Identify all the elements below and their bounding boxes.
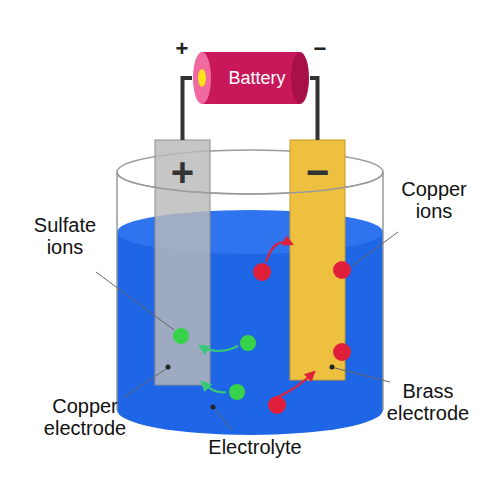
copper-ion xyxy=(333,261,351,279)
beaker-wall xyxy=(382,172,384,410)
pointer-dot xyxy=(211,405,216,410)
sulfate-ion xyxy=(240,335,256,351)
sulfate-ion xyxy=(229,384,245,400)
wire xyxy=(183,78,193,140)
ion-arrow xyxy=(276,372,314,398)
part-label: Copper electrode xyxy=(30,395,140,439)
brass-electrode: − xyxy=(290,140,345,380)
part-label: Copper ions xyxy=(385,178,483,222)
wire xyxy=(310,78,318,140)
beaker-wall xyxy=(116,172,118,410)
sulfate-ion xyxy=(173,328,189,344)
part-label: Sulfate ions xyxy=(16,214,114,258)
leader-line xyxy=(335,368,390,382)
terminal-sign: + xyxy=(170,38,194,60)
copper-ion xyxy=(268,396,286,414)
leader-line xyxy=(124,369,166,397)
pointer-dot xyxy=(330,365,335,370)
battery-label: Battery xyxy=(228,68,285,89)
beaker-front-rim xyxy=(117,172,383,194)
copper-electrode: + xyxy=(155,140,210,385)
polarity-sign: + xyxy=(155,152,210,192)
leader-line xyxy=(96,272,174,330)
copper-ion xyxy=(333,343,351,361)
pointer-dot xyxy=(166,365,171,370)
brass-electrode-bar xyxy=(290,140,345,380)
copper-electrode-bar xyxy=(155,140,210,385)
leader-line xyxy=(352,232,398,266)
ion-arrow xyxy=(200,346,238,351)
terminal-sign: − xyxy=(308,38,332,60)
copper-ion xyxy=(253,263,271,281)
leader-line xyxy=(215,410,232,430)
ion-arrow xyxy=(202,382,226,392)
part-label: Brass electrode xyxy=(376,380,480,424)
polarity-sign: − xyxy=(290,152,345,192)
ion-arrow xyxy=(266,242,292,262)
part-label: Electrolyte xyxy=(196,436,314,458)
battery-cylinder: Battery xyxy=(192,50,310,106)
